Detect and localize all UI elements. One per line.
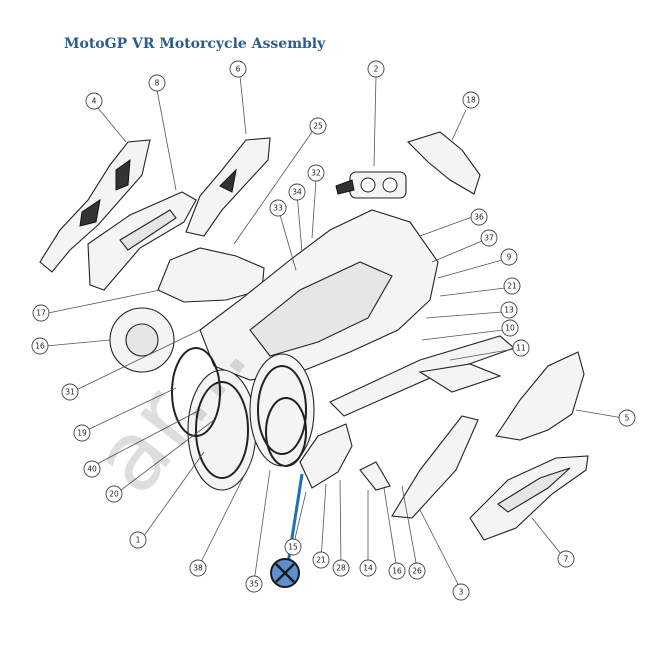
part-17-bracket (157, 247, 265, 303)
svg-text:20: 20 (109, 490, 119, 499)
svg-text:38: 38 (193, 564, 203, 573)
svg-text:10: 10 (505, 324, 515, 333)
svg-text:14: 14 (363, 564, 373, 573)
callout-32: 32 (307, 164, 325, 182)
svg-text:6: 6 (236, 65, 241, 74)
svg-text:21: 21 (316, 556, 326, 565)
callout-36: 36 (470, 208, 488, 226)
svg-text:25: 25 (313, 122, 323, 131)
selection-marker[interactable] (270, 473, 304, 588)
svg-text:40: 40 (87, 465, 97, 474)
callout-28: 28 (332, 559, 350, 577)
part-18-tail (406, 131, 481, 195)
callout-15: 15 (284, 538, 302, 556)
callout-16-left: 16 (31, 337, 49, 355)
callout-40: 40 (83, 460, 101, 478)
callout-21-bottom: 21 (312, 551, 330, 569)
svg-text:2: 2 (374, 65, 379, 74)
svg-text:5: 5 (625, 414, 630, 423)
callout-3: 3 (452, 583, 470, 601)
svg-text:3: 3 (459, 588, 464, 597)
callout-9: 9 (500, 248, 518, 266)
callout-34: 34 (288, 183, 306, 201)
callout-14: 14 (359, 559, 377, 577)
svg-text:35: 35 (249, 580, 259, 589)
svg-text:13: 13 (504, 306, 514, 315)
callout-26: 26 (408, 562, 426, 580)
part-15-disc-cover (299, 423, 353, 489)
svg-text:7: 7 (564, 555, 569, 564)
svg-text:33: 33 (273, 204, 283, 213)
callout-21-top: 21 (503, 277, 521, 295)
svg-text:26: 26 (412, 567, 422, 576)
svg-text:37: 37 (484, 234, 494, 243)
callout-11: 11 (512, 339, 530, 357)
callout-18: 18 (462, 91, 480, 109)
callout-35: 35 (245, 575, 263, 593)
callout-25: 25 (309, 117, 327, 135)
svg-text:19: 19 (77, 429, 87, 438)
svg-text:8: 8 (155, 79, 160, 88)
svg-text:15: 15 (288, 543, 298, 552)
part-3-strut (391, 415, 479, 519)
callout-8: 8 (148, 74, 166, 92)
callout-38: 38 (189, 559, 207, 577)
callout-17: 17 (32, 304, 50, 322)
callout-20: 20 (105, 485, 123, 503)
callout-5: 5 (618, 409, 636, 427)
svg-text:32: 32 (311, 169, 321, 178)
callout-7: 7 (557, 550, 575, 568)
callout-33: 33 (269, 199, 287, 217)
svg-text:18: 18 (466, 96, 476, 105)
diagram-title: MotoGP VR Motorcycle Assembly (64, 36, 326, 52)
callout-6: 6 (229, 60, 247, 78)
callout-31: 31 (61, 383, 79, 401)
svg-text:16: 16 (35, 342, 45, 351)
callout-19: 19 (73, 424, 91, 442)
parts-drawing (39, 131, 589, 541)
svg-text:34: 34 (292, 188, 302, 197)
part-5-panel (495, 351, 585, 441)
callout-bubbles: 2 4 6 8 18 25 32 34 33 36 37 9 21 13 10 … (31, 60, 636, 601)
svg-text:9: 9 (507, 253, 512, 262)
callout-4: 4 (85, 92, 103, 110)
callout-16-bottom: 16 (388, 562, 406, 580)
callout-1: 1 (129, 531, 147, 549)
svg-text:17: 17 (36, 309, 46, 318)
leader-lines (45, 75, 624, 591)
callout-37: 37 (480, 229, 498, 247)
callout-10: 10 (501, 319, 519, 337)
svg-text:28: 28 (336, 564, 346, 573)
svg-text:21: 21 (507, 282, 517, 291)
svg-text:1: 1 (136, 536, 141, 545)
svg-text:31: 31 (65, 388, 75, 397)
svg-text:11: 11 (516, 344, 526, 353)
svg-text:36: 36 (474, 213, 484, 222)
svg-text:4: 4 (92, 97, 97, 106)
svg-text:16: 16 (392, 567, 402, 576)
callout-2: 2 (367, 60, 385, 78)
callout-13: 13 (500, 301, 518, 319)
